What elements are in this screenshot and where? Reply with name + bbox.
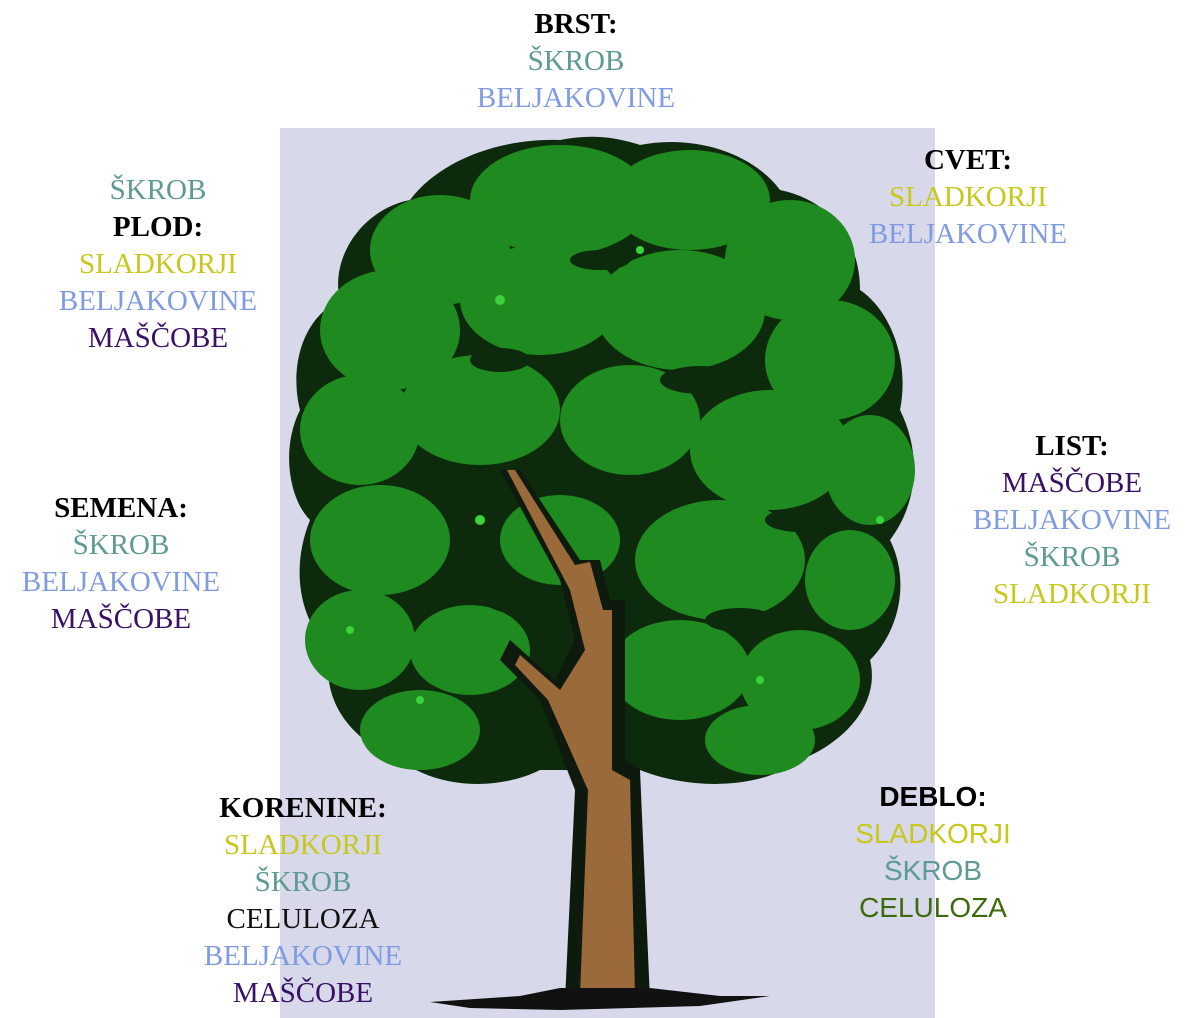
label-deblo: DEBLO: SLADKORJI ŠKROB CELULOZA [822,778,1044,926]
semena-item: MAŠČOBE [50,603,192,635]
plod-item: MAŠČOBE [87,322,229,354]
deblo-item: SLADKORJI [855,818,1011,849]
cvet-item: SLADKORJI [889,181,1047,213]
label-cvet: CVET: SLADKORJI BELJAKOVINE [858,142,1078,253]
plod-item: SLADKORJI [79,248,237,280]
deblo-item: ŠKROB [883,855,983,886]
label-semena: SEMENA: ŠKROB BELJAKOVINE MAŠČOBE [10,490,232,638]
deblo-heading: DEBLO: [879,781,987,812]
korenine-item: BELJAKOVINE [203,940,403,972]
cvet-heading: CVET: [923,144,1013,176]
semena-item: ŠKROB [72,529,170,561]
plod-item: BELJAKOVINE [58,285,258,317]
korenine-item: CELULOZA [226,903,380,935]
plod-heading: PLOD: [112,211,204,243]
semena-heading: SEMENA: [54,492,188,524]
korenine-item: MAŠČOBE [232,977,374,1009]
label-korenine: KORENINE: SLADKORJI ŠKROB CELULOZA BELJA… [192,790,414,1012]
tree-trunk [500,470,650,1000]
brst-heading: BRST: [534,8,618,40]
tree-foliage [289,136,915,784]
label-plod: ŠKROB PLOD: SLADKORJI BELJAKOVINE MAŠČOB… [48,172,268,357]
list-heading: LIST: [1035,430,1109,462]
brst-item: ŠKROB [527,45,625,77]
list-item: BELJAKOVINE [972,504,1172,536]
korenine-item: SLADKORJI [224,829,382,861]
ground-shadow [430,988,770,1010]
deblo-item: CELULOZA [859,892,1007,923]
label-brst: BRST: ŠKROB BELJAKOVINE [466,6,686,117]
list-item: MAŠČOBE [1001,467,1143,499]
plod-pre-item: ŠKROB [109,174,207,206]
brst-item: BELJAKOVINE [476,82,676,114]
cvet-item: BELJAKOVINE [868,218,1068,250]
korenine-item: ŠKROB [254,866,352,898]
list-item: SLADKORJI [993,578,1151,610]
label-list: LIST: MAŠČOBE BELJAKOVINE ŠKROB SLADKORJ… [962,428,1182,613]
korenine-heading: KORENINE: [219,792,387,824]
list-item: ŠKROB [1023,541,1121,573]
semena-item: BELJAKOVINE [21,566,221,598]
